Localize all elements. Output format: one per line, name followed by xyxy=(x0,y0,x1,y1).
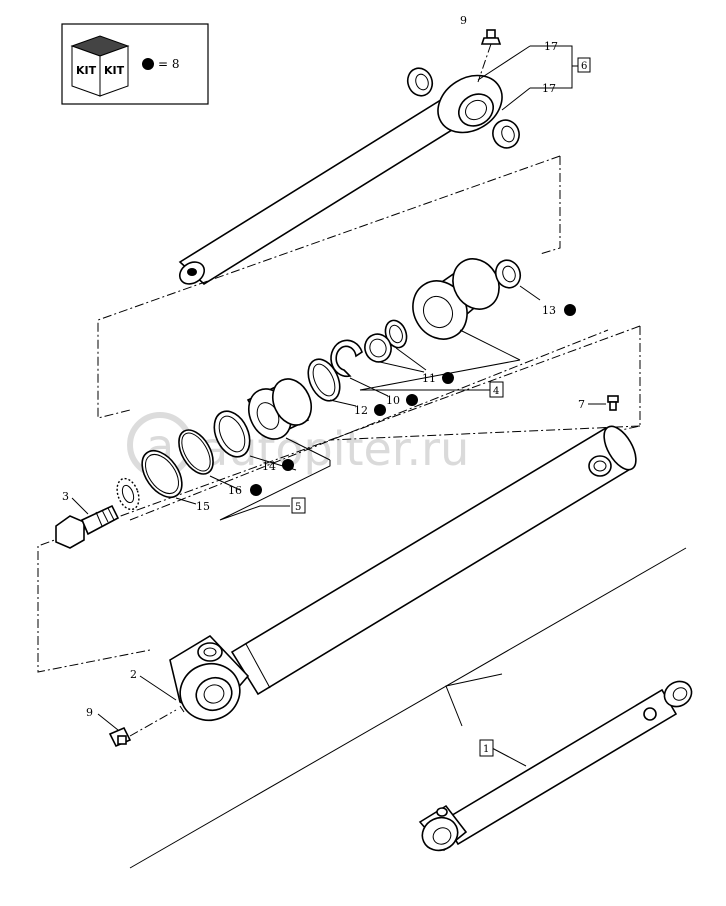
callout-5: 5 xyxy=(295,502,301,513)
ring-16 xyxy=(178,429,214,475)
callout-9-bottom: 9 xyxy=(86,706,93,719)
callout-17-lower: 17 xyxy=(542,82,556,95)
box-5 xyxy=(291,497,306,514)
ring-11b xyxy=(364,333,392,363)
kit-dot-16 xyxy=(250,484,262,496)
kit-label-right: KIT xyxy=(104,64,125,77)
kit-dot-14 xyxy=(282,459,294,471)
kit-dot-10 xyxy=(406,394,418,406)
kit-box-icon: KIT KIT xyxy=(70,35,130,97)
kit-label-left: KIT xyxy=(76,64,97,77)
split-ring-10 xyxy=(330,339,363,378)
o-ring-12 xyxy=(307,358,341,402)
callout-12: 12 xyxy=(354,404,368,417)
callout-7: 7 xyxy=(578,398,585,411)
piston-ring-13 xyxy=(494,259,522,289)
box-1 xyxy=(479,739,494,757)
callout-4: 4 xyxy=(493,386,499,397)
cylinder-barrel xyxy=(169,425,637,722)
callout-6: 6 xyxy=(581,61,587,72)
grease-fitting-bottom xyxy=(108,709,177,748)
callout-2: 2 xyxy=(130,668,137,681)
callout-14: 14 xyxy=(262,460,276,473)
callout-16: 16 xyxy=(228,484,242,497)
ring-15 xyxy=(141,450,183,498)
callout-3: 3 xyxy=(62,490,69,503)
callout-1: 1 xyxy=(483,744,489,755)
piston-rod xyxy=(178,74,503,285)
assembled-cylinder xyxy=(418,680,693,852)
bolt-3 xyxy=(55,504,120,549)
fitting-7 xyxy=(607,395,619,411)
callout-9-top: 9 xyxy=(460,14,467,27)
piston xyxy=(412,258,500,340)
kit-dot-13 xyxy=(564,304,576,316)
kit-dot-11 xyxy=(442,372,454,384)
callout-13: 13 xyxy=(542,304,556,317)
seal-ring xyxy=(213,410,251,458)
callout-10: 10 xyxy=(386,394,400,407)
callout-11: 11 xyxy=(422,372,436,385)
rod-gland-14 xyxy=(246,378,313,440)
kit-legend: KIT KIT = 8 xyxy=(61,23,209,105)
callout-15: 15 xyxy=(196,500,210,513)
bushing-lower xyxy=(492,119,520,149)
box-4 xyxy=(489,381,504,398)
box-6 xyxy=(577,57,591,73)
callout-17-upper: 17 xyxy=(544,40,558,53)
grease-fitting-top xyxy=(477,29,502,83)
lock-washer xyxy=(116,477,140,511)
kit-dot-12 xyxy=(374,404,386,416)
bushing-upper xyxy=(406,67,434,97)
kit-dot-icon xyxy=(142,58,154,70)
kit-equals-text: = 8 xyxy=(158,57,180,71)
